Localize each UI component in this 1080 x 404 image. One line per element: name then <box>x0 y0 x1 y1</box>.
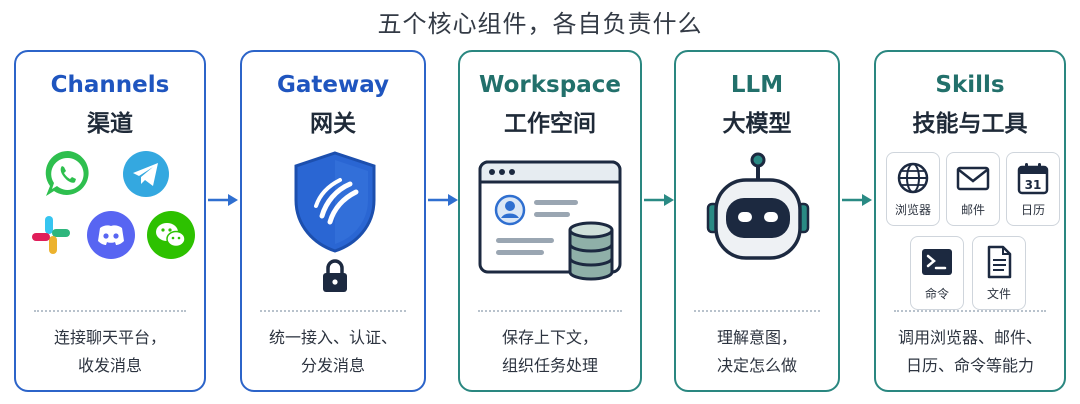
card-title-en: Channels <box>50 72 170 98</box>
skill-label: 命令 <box>924 287 949 301</box>
skill-browser: 浏览器 <box>886 152 940 226</box>
terminal-icon <box>922 249 952 275</box>
card-title-en: Skills <box>935 72 1005 98</box>
skill-calendar: 31 日历 <box>1006 152 1060 226</box>
card-title-zh: 工作空间 <box>504 111 596 137</box>
skill-label: 文件 <box>986 287 1011 301</box>
document-icon <box>987 245 1012 279</box>
arrow-icon <box>208 194 238 206</box>
card-channels: Channels 渠道 连接聊天平台， 收发消息 <box>14 50 206 392</box>
skill-label: 邮件 <box>960 203 985 217</box>
card-title-zh: 渠道 <box>87 111 133 137</box>
card-divider <box>478 310 622 312</box>
globe-icon <box>897 162 929 194</box>
card-title-en: Workspace <box>479 72 621 98</box>
arrow-icon <box>428 194 458 206</box>
telegram-icon <box>123 151 169 197</box>
card-description-line: 连接聊天平台， <box>53 328 166 347</box>
card-description-line: 日历、命令等能力 <box>905 356 1034 375</box>
arrow-icon <box>842 194 872 206</box>
card-llm: LLM 大模型 理解意图， 决定怎么做 <box>674 50 840 392</box>
card-description-line: 调用浏览器、邮件、 <box>897 328 1042 347</box>
slack-icon <box>32 216 70 254</box>
calendar-icon: 31 <box>1017 163 1049 195</box>
card-description-line: 保存上下文， <box>501 328 598 347</box>
card-description-line: 统一接入、认证、 <box>268 328 397 347</box>
skill-label: 日历 <box>1020 203 1045 217</box>
skill-mail: 邮件 <box>946 152 1000 226</box>
diagram-title: 五个核心组件，各自负责什么 <box>377 10 703 38</box>
card-title-zh: 网关 <box>310 111 356 137</box>
card-divider <box>34 310 186 312</box>
lock-icon <box>323 259 347 292</box>
card-title-en: Gateway <box>276 72 390 98</box>
skill-file: 文件 <box>972 236 1026 310</box>
card-divider <box>694 310 820 312</box>
card-title-zh: 大模型 <box>722 111 792 137</box>
card-description-line: 收发消息 <box>77 356 142 375</box>
whatsapp-icon <box>45 150 89 196</box>
calendar-day-number: 31 <box>1025 178 1042 192</box>
card-description: 理解意图， 决定怎么做 <box>676 324 838 380</box>
envelope-icon <box>956 166 990 191</box>
card-description: 调用浏览器、邮件、 日历、命令等能力 <box>876 324 1064 380</box>
card-description: 保存上下文， 组织任务处理 <box>460 324 640 380</box>
card-workspace: Workspace 工作空间 保存上下文， 组织任务处理 <box>458 50 642 392</box>
card-description-line: 组织任务处理 <box>501 356 598 375</box>
card-description: 连接聊天平台， 收发消息 <box>16 324 204 380</box>
card-description-line: 分发消息 <box>300 356 365 375</box>
wechat-icon <box>147 211 195 259</box>
card-title-zh: 技能与工具 <box>912 111 1028 137</box>
robot-icon <box>706 152 810 260</box>
discord-icon <box>87 211 135 259</box>
card-divider <box>894 310 1046 312</box>
card-title-en: LLM <box>730 72 784 98</box>
card-skills: Skills 技能与工具 浏览器 邮件 31 日历 <box>874 50 1066 392</box>
skill-label: 浏览器 <box>894 203 931 217</box>
card-description-line: 决定怎么做 <box>716 356 797 375</box>
card-description: 统一接入、认证、 分发消息 <box>242 324 424 380</box>
card-description-line: 理解意图， <box>716 328 797 347</box>
database-icon <box>568 221 614 281</box>
shield-icon <box>294 151 376 253</box>
skill-command: 命令 <box>910 236 964 310</box>
arrow-icon <box>644 194 674 206</box>
card-divider <box>260 310 406 312</box>
card-gateway: Gateway 网关 统一接入、认证、 分发消息 <box>240 50 426 392</box>
